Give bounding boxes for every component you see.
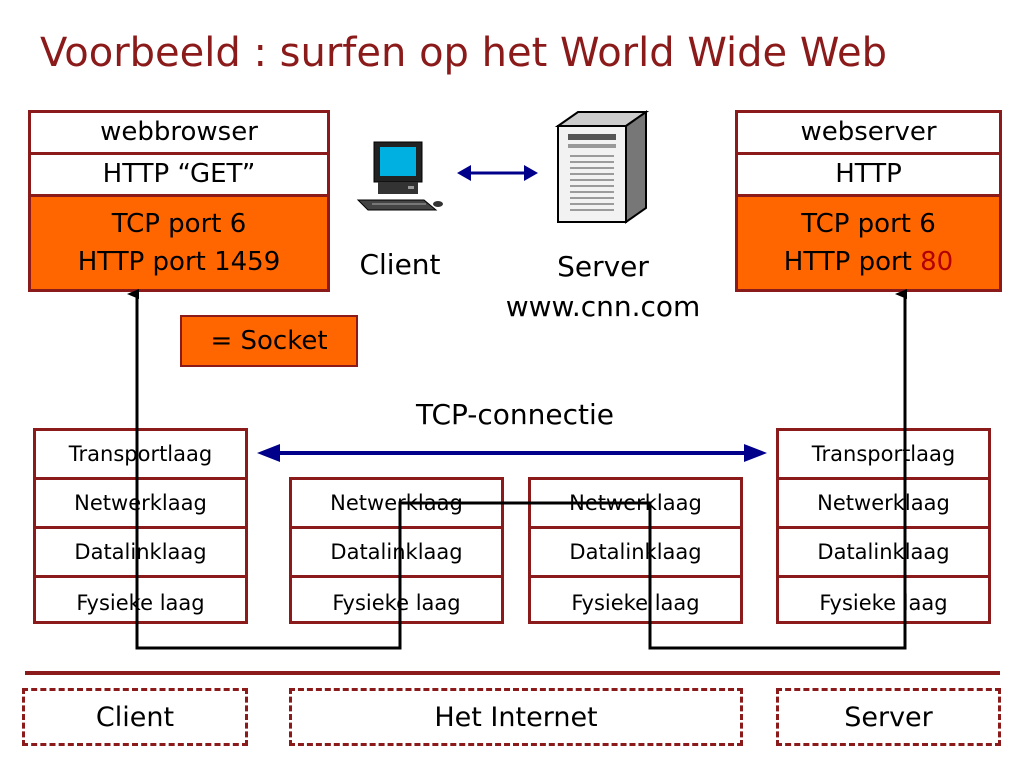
client-label: Client	[359, 248, 441, 281]
router2-datalink-layer: Datalinklaag	[531, 529, 740, 578]
server-osi-stack: Transportlaag Netwerklaag Datalinklaag F…	[776, 428, 991, 624]
bottom-internet-box: Het Internet	[289, 688, 743, 746]
server-network-layer: Netwerklaag	[779, 480, 988, 529]
client-network-layer: Netwerklaag	[36, 480, 245, 529]
router1-osi-stack: Netwerklaag Datalinklaag Fysieke laag	[289, 477, 504, 624]
server-hostname: www.cnn.com	[505, 290, 701, 323]
client-socket: TCP port 6 HTTP port 1459	[31, 196, 327, 289]
page-title: Voorbeeld : surfen op het World Wide Web	[40, 30, 888, 76]
router1-datalink-layer: Datalinklaag	[292, 529, 501, 578]
bottom-client-box: Client	[22, 688, 248, 746]
client-physical-layer: Fysieke laag	[76, 590, 205, 615]
client-osi-stack: Transportlaag Netwerklaag Datalinklaag F…	[33, 428, 248, 624]
client-app-stack: webbrowser HTTP “GET” TCP port 6 HTTP po…	[28, 110, 330, 292]
client-http-port: HTTP port 1459	[77, 246, 281, 277]
server-tcp-port: TCP port 6	[801, 208, 936, 239]
bottom-server-box: Server	[776, 688, 1001, 746]
server-app-stack: webserver HTTP TCP port 6 HTTP port 80	[735, 110, 1002, 292]
desktop-computer-icon	[356, 141, 443, 211]
data-path-line	[135, 296, 907, 650]
client-tcp-port: TCP port 6	[111, 208, 247, 239]
server-label: Server	[557, 250, 649, 283]
double-arrow-icon	[457, 165, 538, 181]
server-datalink-layer: Datalinklaag	[779, 529, 988, 578]
server-socket: TCP port 6 HTTP port 80	[738, 196, 999, 289]
server-transport-layer: Transportlaag	[779, 431, 988, 480]
client-protocol-layer: HTTP “GET”	[31, 155, 327, 197]
server-app-layer: webserver	[738, 113, 999, 155]
router2-physical-layer: Fysieke laag	[571, 590, 700, 615]
server-protocol-layer: HTTP	[738, 155, 999, 197]
network-baseline	[25, 671, 1000, 675]
socket-legend: = Socket	[180, 315, 358, 367]
server-tower-icon	[554, 110, 650, 224]
tcp-arrow-right-head	[744, 444, 767, 462]
client-transport-layer: Transportlaag	[36, 431, 245, 480]
server-physical-layer: Fysieke laag	[819, 590, 948, 615]
router1-physical-layer: Fysieke laag	[332, 590, 461, 615]
client-app-layer: webbrowser	[31, 113, 327, 155]
client-datalink-layer: Datalinklaag	[36, 529, 245, 578]
tcp-arrow-left-head	[257, 444, 280, 462]
tcp-connection-label: TCP-connectie	[415, 398, 614, 431]
server-http-port: HTTP port 80	[783, 246, 954, 277]
